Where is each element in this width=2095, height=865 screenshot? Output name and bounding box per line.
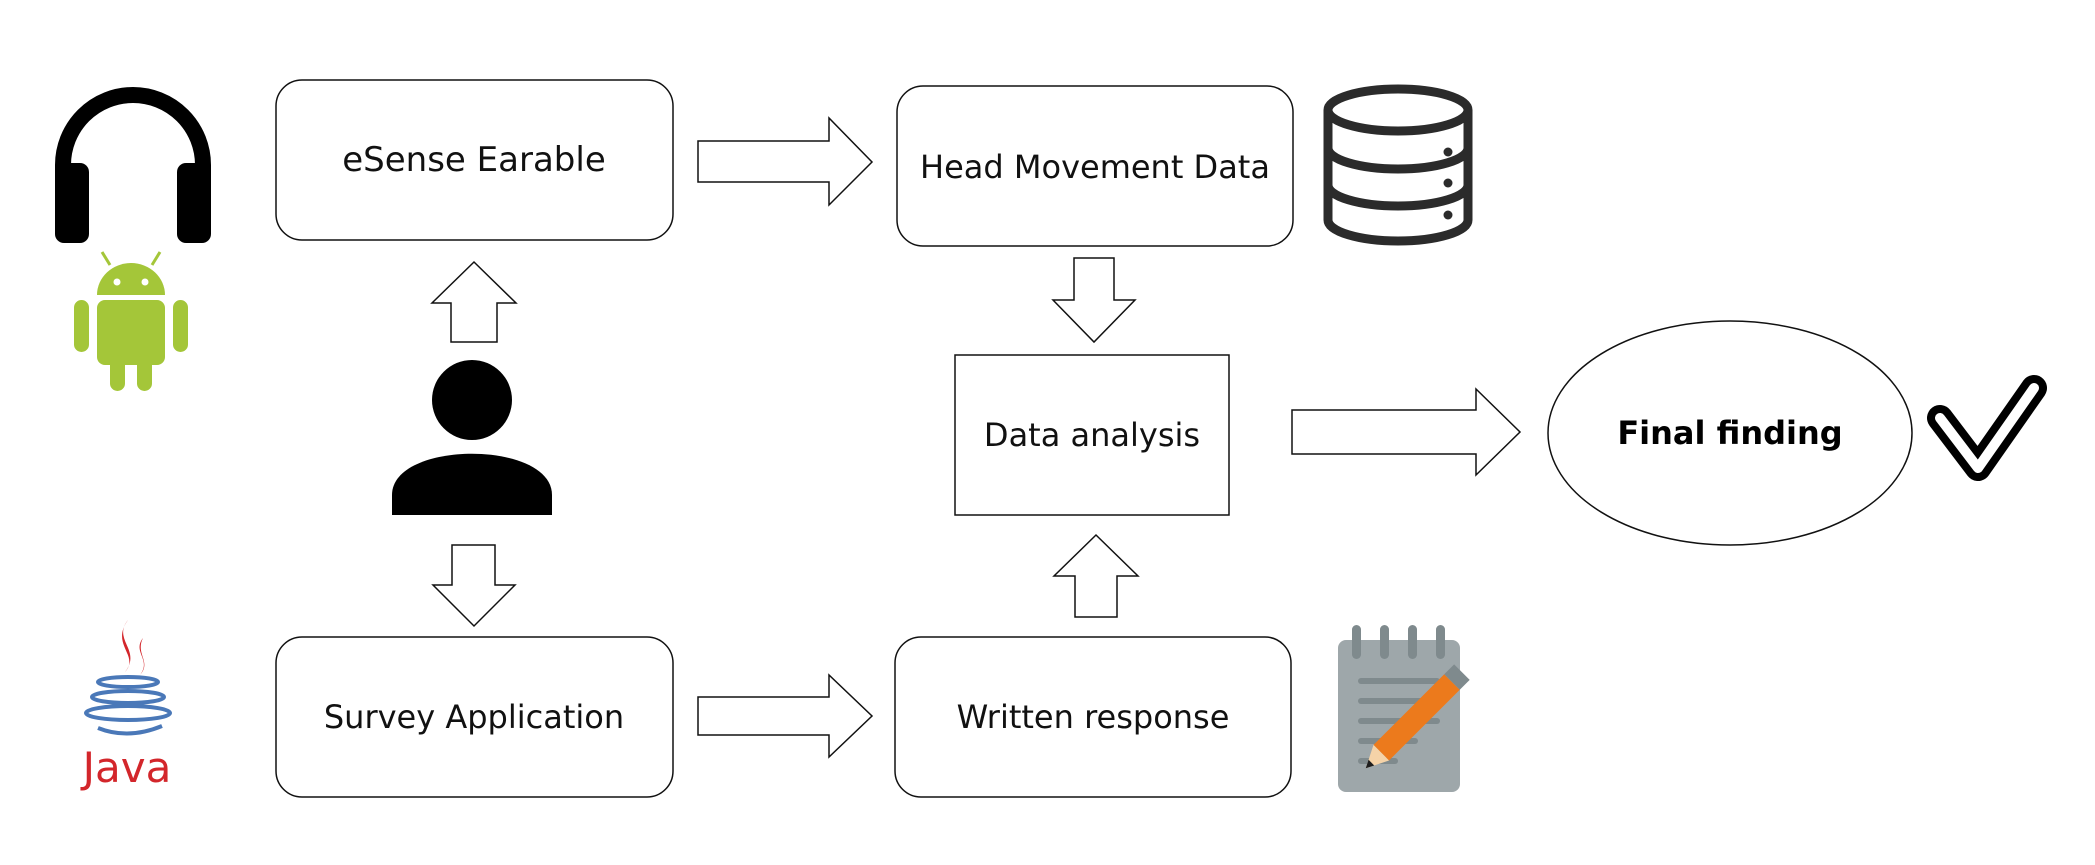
node-written-response-label: Written response bbox=[957, 698, 1230, 736]
node-written-response: Written response bbox=[894, 636, 1292, 798]
android-icon bbox=[74, 251, 188, 391]
arrow-esense-to-head-movement bbox=[697, 116, 874, 207]
java-logo: Java bbox=[80, 620, 172, 792]
arrow-survey-to-written-response bbox=[697, 673, 874, 759]
java-logo-text: Java bbox=[80, 743, 172, 792]
arrow-person-to-survey bbox=[431, 544, 517, 628]
node-data-analysis-label: Data analysis bbox=[984, 416, 1200, 454]
node-survey-application-label: Survey Application bbox=[324, 698, 624, 736]
node-survey-application: Survey Application bbox=[275, 636, 674, 798]
node-final-finding-label: Final finding bbox=[1617, 414, 1842, 452]
node-final-finding: Final finding bbox=[1547, 320, 1913, 546]
node-data-analysis: Data analysis bbox=[954, 354, 1230, 516]
arrow-head-movement-to-analysis bbox=[1051, 257, 1137, 344]
checkmark-icon bbox=[1927, 375, 2047, 481]
arrow-analysis-to-final-finding bbox=[1291, 387, 1522, 477]
node-esense-earable: eSense Earable bbox=[275, 79, 674, 241]
notepad-pencil-icon bbox=[1338, 625, 1470, 792]
node-head-movement-data-label: Head Movement Data bbox=[920, 148, 1270, 186]
headphones-icon bbox=[55, 87, 211, 243]
database-icon bbox=[1323, 84, 1473, 246]
node-esense-earable-label: eSense Earable bbox=[342, 140, 605, 180]
node-head-movement-data: Head Movement Data bbox=[896, 85, 1294, 247]
arrow-written-response-to-analysis bbox=[1052, 533, 1140, 618]
person-icon bbox=[392, 360, 552, 515]
arrow-person-to-esense bbox=[430, 260, 518, 343]
